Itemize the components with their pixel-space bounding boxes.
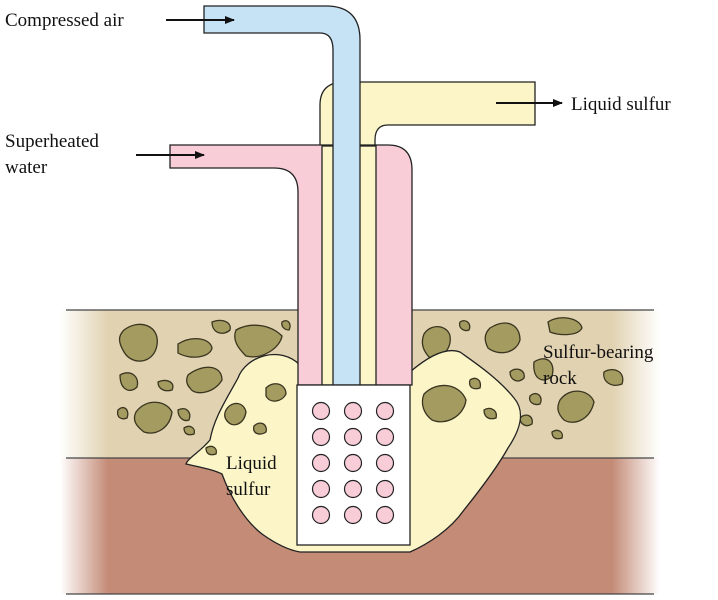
perforation-hole <box>375 505 395 525</box>
rock-nugget <box>211 319 231 334</box>
rock-nuggets <box>116 317 624 440</box>
perforation-hole <box>375 479 395 499</box>
perforation-hole <box>343 505 363 525</box>
perforation-holes <box>311 401 395 525</box>
rock-nugget <box>177 338 213 358</box>
liquid-sulfur-pool-label-line2: sulfur <box>226 479 271 500</box>
rock-nugget <box>119 372 139 391</box>
rock-nugget <box>533 358 554 381</box>
perforation-hole <box>311 479 331 499</box>
rock-nugget <box>205 445 218 456</box>
rock-nugget <box>133 401 173 434</box>
rock-nugget <box>234 324 283 358</box>
rock-nugget <box>186 366 223 394</box>
rock-nugget <box>528 392 542 406</box>
sulfur-bearing-rock-label-line1: Sulfur-bearing <box>543 342 654 363</box>
perforation-hole <box>375 453 395 473</box>
perforation-hole <box>343 427 363 447</box>
perforation-hole <box>343 479 363 499</box>
compressed-air-label: Compressed air <box>5 10 124 31</box>
rock-nugget <box>547 317 583 336</box>
perforation-hole <box>311 505 331 525</box>
liquid-sulfur-output-label: Liquid sulfur <box>571 94 671 115</box>
perforation-hole <box>343 401 363 421</box>
superheated-water-label-line1: Superheated <box>5 131 99 152</box>
rock-nugget <box>458 320 471 332</box>
perforation-hole <box>343 453 363 473</box>
rock-nugget <box>551 429 564 440</box>
liquid-sulfur-pool-label-line1: Liquid <box>226 453 277 474</box>
rock-nugget <box>253 422 267 435</box>
rock-nugget <box>519 414 533 427</box>
sulfur-bearing-rock-label-line2: rock <box>543 368 577 389</box>
perforation-hole <box>311 401 331 421</box>
rock-nugget <box>483 407 497 420</box>
rock-nugget <box>118 323 158 362</box>
rock-nugget <box>509 368 525 382</box>
perforation-hole <box>375 427 395 447</box>
rock-nugget <box>265 383 287 402</box>
superheated-water-label-line2: water <box>5 157 48 178</box>
perforation-hole <box>311 453 331 473</box>
pool-rock-nuggets <box>205 377 497 456</box>
rock-nugget <box>183 425 196 436</box>
rock-nugget <box>177 408 191 422</box>
rock-nugget <box>484 322 521 354</box>
rock-nugget <box>157 379 174 392</box>
perforation-hole <box>375 401 395 421</box>
rock-nugget <box>224 402 247 426</box>
rock-nugget <box>421 384 467 423</box>
rock-nugget <box>603 369 624 386</box>
rock-nugget <box>468 377 482 390</box>
rock-nugget <box>281 320 291 331</box>
perforation-hole <box>311 427 331 447</box>
rock-nugget <box>116 406 129 420</box>
rock-nugget <box>557 390 595 423</box>
